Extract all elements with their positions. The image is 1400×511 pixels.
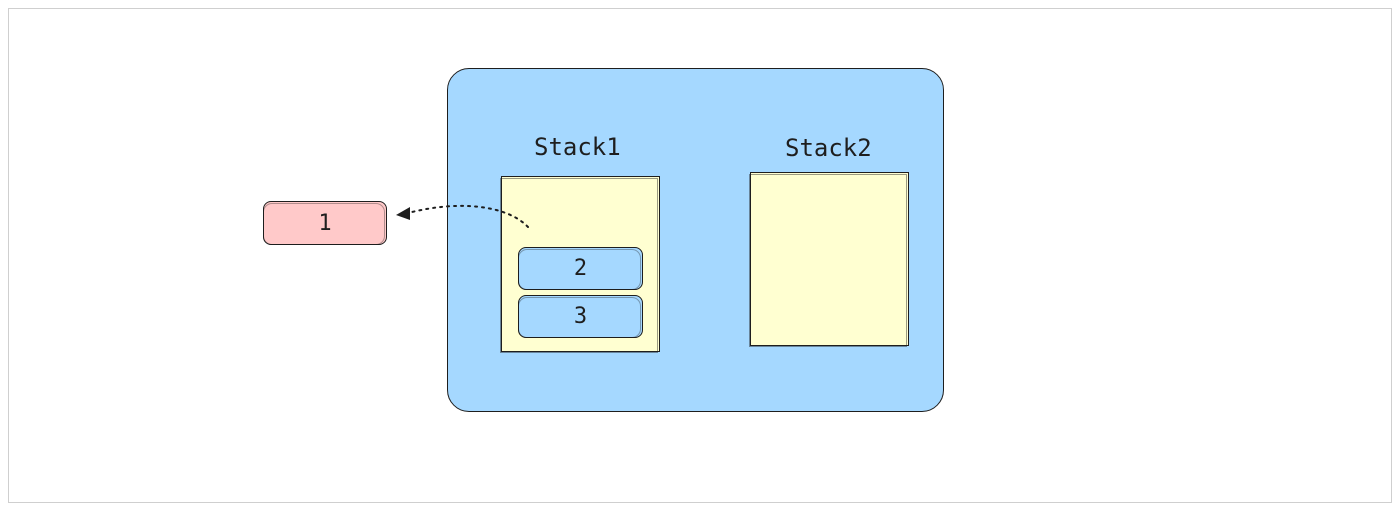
stack1-item: 3 [518,295,643,338]
stack2-box [749,172,909,347]
stack1-item: 2 [518,247,643,290]
stack1-box: 2 3 [500,176,660,353]
stack2-label: Stack2 [785,134,872,162]
stack1-label: Stack1 [534,133,621,161]
popped-item: 1 [263,201,387,245]
